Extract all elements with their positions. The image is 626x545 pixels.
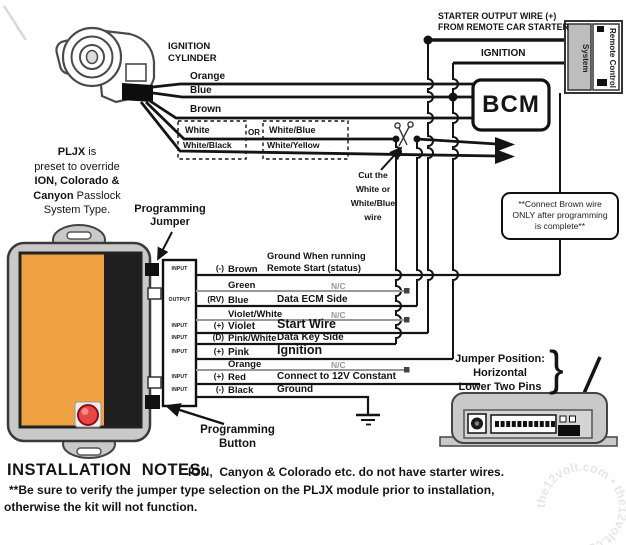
cut-note-3: White/Blue [350,198,396,208]
programming-button-label-2: Button [218,438,257,450]
whiteblack-wire-arrowhead [495,149,515,164]
jumper-position-label-1: Jumper Position: [455,353,545,365]
module-side-view [439,392,618,447]
jumper-horizontal-position [558,425,580,436]
row-function: Ignition [277,343,323,357]
wire-label-white-yellow: White/Yellow [267,140,320,150]
row-function: Data Key Side [277,332,344,343]
row-name: Pink [228,347,250,358]
ignition-cylinder-label-1: IGNITION [168,41,211,52]
override-red-button[interactable] [77,404,99,426]
row-io: INPUT [171,266,188,272]
row-name: Red [228,372,246,383]
wire-label-orange: Orange [190,71,226,82]
row-name: Brown [228,264,258,275]
starter-output-label-1: STARTER OUTPUT WIRE (+) [438,11,557,21]
wire-label-brown: Brown [190,104,222,115]
installation-notes-line2: **Be sure to verify the jumper type sele… [9,483,495,497]
row-io: INPUT [171,323,188,329]
pljx-module-drawing [6,224,162,459]
row-function: Start Wire [277,317,336,331]
installation-notes-line3: otherwise the kit will not function. [4,500,198,514]
remote-system-label: System [581,43,590,73]
row-function: N/C [331,281,346,291]
row-io: OUTPUT [168,297,191,303]
wire-label-white-blue: White/Blue [269,125,316,135]
row-name: Orange [228,359,262,370]
row-marker: (D) [212,333,224,342]
ignition-cylinder-drawing [55,26,156,104]
row-io: INPUT [171,335,188,341]
ignition-switch-connector [122,83,153,102]
row-io: INPUT [171,387,188,393]
wire-label-white-black: White/Black [183,140,232,150]
stray-pen-mark [2,5,28,41]
cut-point-right-dot [413,135,421,143]
scissors-icon [394,121,414,147]
installation-notes-title: INSTALLATION NOTES: [7,461,208,479]
jumper-position-label-3: Lower Two Pins [458,381,542,393]
row-marker: (-) [215,264,224,273]
row-function: N/C [331,360,346,370]
or-label: OR [248,128,260,137]
programming-jumper-label-1: Programming [134,203,206,215]
vertical-wire-runs [395,40,459,359]
row-io: INPUT [171,374,188,380]
row-function: N/C [331,310,346,320]
row-marker: (+) [213,372,224,381]
starter-output-label-2: FROM REMOTE CAR STARTER [438,22,569,32]
row-io: INPUT [171,349,188,355]
watermark: the12volt.com • the12volt.com • [534,460,626,545]
row-name: Violet/White [228,309,283,320]
wire-option-boxes [177,120,349,160]
programming-button[interactable] [145,395,160,409]
pljx-connector-block [161,258,198,408]
programming-button-label-1: Programming [200,424,275,436]
row-marker: (+) [213,321,224,330]
bcm-box [471,78,551,132]
wire-label-blue: Blue [190,85,212,96]
remote-control-unit [564,20,623,94]
brace-glyph: } [549,341,564,396]
programming-jumper-label-2: Jumper [150,216,190,228]
row-name: Black [228,385,254,396]
white-wire-arrowhead [495,137,515,152]
wire-label-white: White [185,125,210,135]
ground-symbol [356,413,380,426]
installation-notes-line1: ION, Canyon & Colorado etc. do not have … [188,465,505,479]
jumper-position-label-2: Horizontal [473,367,527,379]
cut-point-left-dot [392,135,400,143]
remote-starter-lines [428,38,565,275]
row-name: Violet [228,321,256,332]
pljx-name: PLJX [57,146,86,158]
row-marker: (RV) [207,295,224,304]
row-function: Connect to 12V Constant [277,371,396,382]
brown-function-2: Remote Start (status) [267,263,362,273]
brown-function-1: Ground When running [267,251,366,261]
cut-note-2: White or [355,184,391,194]
cut-note-4: wire [364,212,382,222]
row-name: Pink/White [228,333,277,344]
row-function: Ground [277,384,314,395]
row-marker: (+) [213,347,224,356]
row-name: Green [228,280,256,291]
table-wire-rows [196,273,560,415]
row-marker: (-) [215,385,224,394]
row-function: Data ECM Side [277,294,348,305]
cut-note-1: Cut the [358,170,388,180]
remote-control-label: Remote Control [608,28,617,88]
programming-jumper[interactable] [145,263,159,276]
ignition-cylinder-label-2: CYLINDER [168,53,217,64]
bcm-label: BCM [482,91,540,118]
row-name: Blue [228,295,249,306]
ignition-feed-label: IGNITION [481,48,526,59]
